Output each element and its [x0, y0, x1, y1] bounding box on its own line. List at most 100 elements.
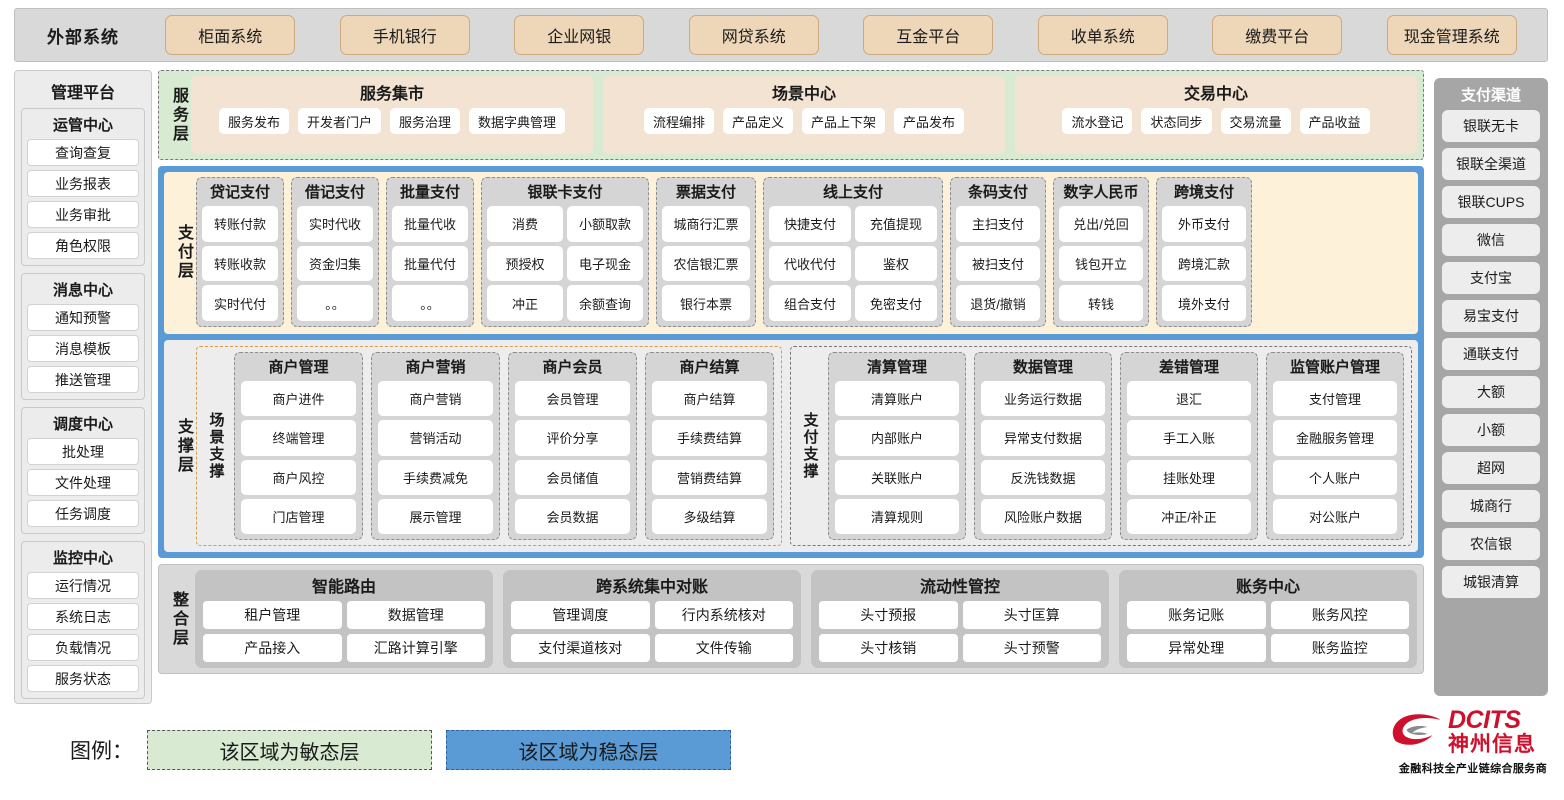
- management-item[interactable]: 业务审批: [27, 201, 139, 228]
- payment-chip[interactable]: 充值提现: [855, 206, 937, 242]
- payment-chip[interactable]: 钱包开立: [1059, 245, 1143, 282]
- support-chip[interactable]: 商户风控: [241, 459, 356, 495]
- payment-chip[interactable]: 余额查询: [567, 285, 643, 321]
- integration-chip[interactable]: 管理调度: [511, 601, 650, 629]
- payment-channel-item[interactable]: 微信: [1442, 224, 1540, 256]
- payment-channel-item[interactable]: 银联CUPS: [1442, 186, 1540, 218]
- service-chip[interactable]: 流程编排: [643, 108, 714, 134]
- support-chip[interactable]: 终端管理: [241, 420, 356, 456]
- integration-chip[interactable]: 产品接入: [203, 634, 342, 662]
- payment-chip[interactable]: 跨境汇款: [1162, 245, 1246, 282]
- payment-channel-item[interactable]: 农信银: [1442, 528, 1540, 560]
- payment-chip[interactable]: 实时代收: [297, 206, 373, 242]
- payment-channel-item[interactable]: 大额: [1442, 376, 1540, 408]
- payment-chip[interactable]: 转账付款: [202, 206, 278, 242]
- payment-chip[interactable]: 冲正: [487, 285, 563, 321]
- management-item[interactable]: 系统日志: [27, 603, 139, 630]
- service-chip[interactable]: 产品发布: [894, 108, 965, 134]
- management-item[interactable]: 负载情况: [27, 634, 139, 661]
- payment-chip[interactable]: 代收代付: [769, 245, 851, 282]
- external-system-chip[interactable]: 互金平台: [863, 15, 994, 55]
- payment-channel-item[interactable]: 支付宝: [1442, 262, 1540, 294]
- service-chip[interactable]: 状态同步: [1141, 108, 1212, 134]
- payment-chip[interactable]: 免密支付: [855, 285, 937, 321]
- management-item[interactable]: 消息模板: [27, 335, 139, 362]
- service-chip[interactable]: 开发者门户: [297, 108, 381, 134]
- support-chip[interactable]: 会员数据: [515, 498, 630, 534]
- integration-chip[interactable]: 头寸匡算: [962, 601, 1101, 629]
- payment-chip[interactable]: 主扫支付: [956, 206, 1040, 242]
- external-system-chip[interactable]: 柜面系统: [165, 15, 296, 55]
- payment-chip[interactable]: 电子现金: [567, 245, 643, 282]
- payment-chip[interactable]: 。。: [392, 285, 468, 321]
- support-chip[interactable]: 异常支付数据: [981, 420, 1105, 456]
- integration-chip[interactable]: 数据管理: [346, 601, 485, 629]
- payment-channel-item[interactable]: 银联全渠道: [1442, 148, 1540, 180]
- support-chip[interactable]: 营销费结算: [652, 459, 767, 495]
- management-item[interactable]: 运行情况: [27, 572, 139, 599]
- payment-channel-item[interactable]: 超网: [1442, 452, 1540, 484]
- payment-chip[interactable]: 农信银汇票: [662, 245, 750, 282]
- support-chip[interactable]: 门店管理: [241, 498, 356, 534]
- service-chip[interactable]: 服务治理: [390, 108, 461, 134]
- support-chip[interactable]: 退汇: [1127, 381, 1251, 417]
- integration-chip[interactable]: 支付渠道核对: [511, 634, 650, 662]
- support-chip[interactable]: 多级结算: [652, 498, 767, 534]
- integration-chip[interactable]: 租户管理: [203, 601, 342, 629]
- payment-chip[interactable]: 快捷支付: [769, 206, 851, 242]
- payment-channel-item[interactable]: 城商行: [1442, 490, 1540, 522]
- payment-chip[interactable]: 退货/撤销: [956, 285, 1040, 321]
- support-chip[interactable]: 反洗钱数据: [981, 459, 1105, 495]
- payment-channel-item[interactable]: 通联支付: [1442, 338, 1540, 370]
- payment-chip[interactable]: 外币支付: [1162, 206, 1246, 242]
- support-chip[interactable]: 冲正/补正: [1127, 498, 1251, 534]
- integration-chip[interactable]: 行内系统核对: [654, 601, 793, 629]
- support-chip[interactable]: 挂账处理: [1127, 459, 1251, 495]
- support-chip[interactable]: 金融服务管理: [1273, 420, 1397, 456]
- support-chip[interactable]: 支付管理: [1273, 381, 1397, 417]
- payment-chip[interactable]: 转账收款: [202, 245, 278, 282]
- integration-chip[interactable]: 汇路计算引擎: [346, 634, 485, 662]
- payment-chip[interactable]: 实时代付: [202, 285, 278, 321]
- service-chip[interactable]: 产品收益: [1299, 108, 1370, 134]
- payment-chip[interactable]: 消费: [487, 206, 563, 242]
- service-chip[interactable]: 服务发布: [218, 108, 289, 134]
- support-chip[interactable]: 展示管理: [378, 498, 493, 534]
- service-chip[interactable]: 数据字典管理: [469, 108, 566, 134]
- management-item[interactable]: 业务报表: [27, 170, 139, 197]
- external-system-chip[interactable]: 网贷系统: [688, 15, 819, 55]
- support-chip[interactable]: 手工入账: [1127, 420, 1251, 456]
- external-system-chip[interactable]: 企业网银: [514, 15, 645, 55]
- support-chip[interactable]: 手续费减免: [378, 459, 493, 495]
- management-item[interactable]: 批处理: [27, 438, 139, 465]
- support-chip[interactable]: 关联账户: [835, 459, 959, 495]
- support-chip[interactable]: 内部账户: [835, 420, 959, 456]
- payment-chip[interactable]: 小额取款: [567, 206, 643, 242]
- management-item[interactable]: 查询查复: [27, 139, 139, 166]
- support-chip[interactable]: 商户进件: [241, 381, 356, 417]
- payment-chip[interactable]: 预授权: [487, 245, 563, 282]
- external-system-chip[interactable]: 收单系统: [1037, 15, 1168, 55]
- external-system-chip[interactable]: 现金管理系统: [1386, 15, 1517, 55]
- management-item[interactable]: 通知预警: [27, 304, 139, 331]
- service-chip[interactable]: 交易流量: [1220, 108, 1291, 134]
- service-chip[interactable]: 产品定义: [722, 108, 793, 134]
- integration-chip[interactable]: 账务风控: [1270, 601, 1409, 629]
- payment-chip[interactable]: 兑出/兑回: [1059, 206, 1143, 242]
- service-chip[interactable]: 产品上下架: [802, 108, 886, 134]
- integration-chip[interactable]: 头寸预警: [962, 634, 1101, 662]
- support-chip[interactable]: 清算账户: [835, 381, 959, 417]
- support-chip[interactable]: 个人账户: [1273, 459, 1397, 495]
- management-item[interactable]: 推送管理: [27, 366, 139, 393]
- integration-chip[interactable]: 文件传输: [654, 634, 793, 662]
- payment-chip[interactable]: 转钱: [1059, 285, 1143, 321]
- payment-channel-item[interactable]: 银联无卡: [1442, 110, 1540, 142]
- external-system-chip[interactable]: 缴费平台: [1212, 15, 1343, 55]
- payment-channel-item[interactable]: 易宝支付: [1442, 300, 1540, 332]
- support-chip[interactable]: 会员储值: [515, 459, 630, 495]
- support-chip[interactable]: 营销活动: [378, 420, 493, 456]
- payment-channel-item[interactable]: 小额: [1442, 414, 1540, 446]
- integration-chip[interactable]: 账务记账: [1127, 601, 1266, 629]
- integration-chip[interactable]: 头寸核销: [819, 634, 958, 662]
- support-chip[interactable]: 商户营销: [378, 381, 493, 417]
